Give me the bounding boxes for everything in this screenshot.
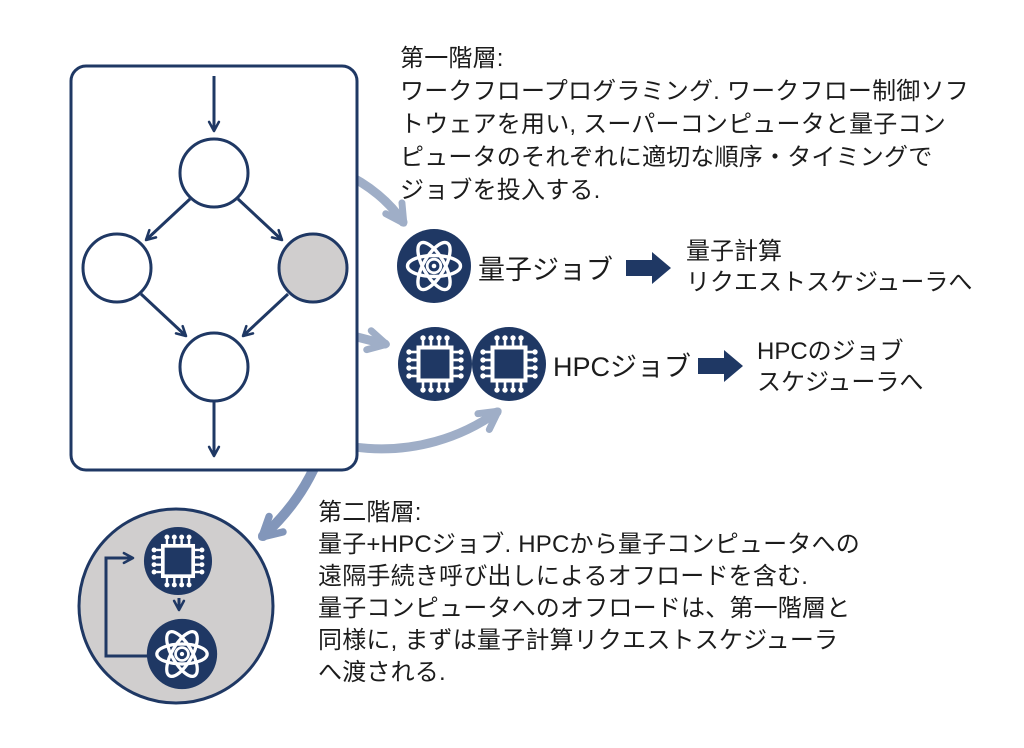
hpc-dest-text: HPCのジョブ スケジューラへ — [757, 336, 923, 398]
dag-edge-left-bottom — [139, 292, 188, 338]
tier2-body-line: 同様に, まずは量子計算リクエストスケジューラ — [318, 627, 839, 654]
tier1-body-line: ワークフロープログラミング. ワークフロー制御ソフ — [400, 78, 969, 105]
dag-node-right-quantum — [277, 232, 349, 304]
quantum-job-atom-icon — [395, 227, 473, 305]
hpc-job-chip-icon-1 — [398, 327, 472, 401]
tier1-text-block: 第一階層: ワークフロープログラミング. ワークフロー制御ソフ トウェアを用い,… — [400, 42, 969, 207]
dag-edge-top-left — [144, 197, 192, 242]
tier2-body-line: 量子+HPCジョブ. HPCから量子コンピュータへの — [318, 531, 860, 558]
tier2-atom-icon — [145, 617, 219, 691]
arrow-to-hpc-scheduler — [698, 350, 743, 382]
dag-node-top — [178, 137, 250, 209]
tier2-text-block: 第二階層: 量子+HPCジョブ. HPCから量子コンピュータへの 遠隔手続き呼び… — [318, 497, 860, 689]
hpc-dest-line: HPCのジョブ — [757, 338, 904, 365]
tier1-body-line: ピュータのそれぞれに適切な順序・タイミングで — [400, 144, 933, 171]
workflow-box — [69, 64, 359, 472]
tier1-body-line: ジョブを投入する. — [400, 177, 601, 204]
quantum-dest-line: 量子計算 — [686, 238, 782, 265]
dag-edge-right-bottom — [241, 292, 290, 338]
hpc-job-chip-icon-2 — [472, 327, 546, 401]
tier2-chip-icon — [144, 527, 212, 595]
dag-edges — [139, 76, 290, 458]
tier2-body-line: 量子コンピュータへのオフロードは、第一階層と — [318, 595, 851, 622]
dag-edge-top-right — [236, 197, 284, 242]
dag-node-bottom — [178, 331, 250, 403]
tier2-loop-arrow — [104, 551, 147, 658]
quantum-dest-text: 量子計算 リクエストスケジューラへ — [686, 236, 972, 298]
quantum-job-label: 量子ジョブ — [478, 255, 613, 285]
tier2-title: 第二階層: — [318, 499, 422, 526]
hpc-job-label: HPCジョブ — [553, 352, 692, 382]
tier1-body-line: トウェアを用い, スーパーコンピュータと量子コン — [400, 111, 946, 138]
hpc-dest-line: スケジューラへ — [757, 369, 924, 396]
arrow-to-quantum-scheduler — [626, 252, 671, 284]
tier1-title: 第一階層: — [400, 45, 504, 72]
dag-node-left — [81, 232, 153, 304]
tier2-body-line: 遠隔手続き呼び出しによるオフロードを含む. — [318, 563, 809, 590]
quantum-dest-line: リクエストスケジューラへ — [686, 269, 973, 296]
tier2-body-line: へ渡される. — [318, 659, 446, 686]
